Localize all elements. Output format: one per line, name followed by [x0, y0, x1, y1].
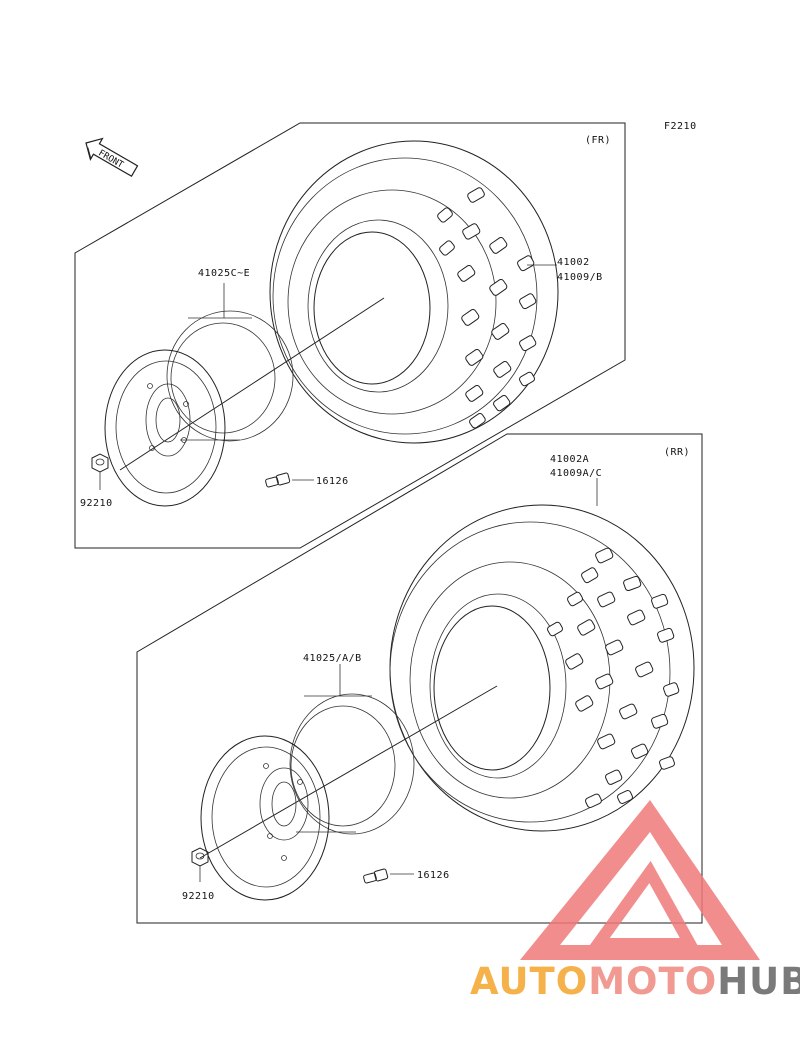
rear-rim-label: 41025/A/B: [303, 653, 362, 664]
front-nut-label: 92210: [80, 498, 113, 509]
rear-panel-border: [136, 433, 703, 924]
rear-axle-line: [199, 685, 498, 859]
front-panel-title: (FR): [585, 135, 611, 146]
figure-code: F2210: [664, 121, 697, 132]
rear-tire-tread: [547, 547, 680, 809]
rear-nut: [191, 847, 209, 867]
front-valve: [265, 472, 291, 488]
front-tire-label-2: 41009/B: [557, 272, 603, 283]
front-valve-label: 16126: [316, 476, 349, 487]
front-tire-label-1: 41002: [557, 257, 590, 268]
rear-nut-label: 92210: [182, 891, 215, 902]
watermark-text: AUTOMOTOHUB: [470, 960, 800, 1003]
front-rim-label: 41025C~E: [198, 268, 250, 279]
rear-valve-label: 16126: [417, 870, 450, 881]
watermark-part-moto: MOTO: [588, 960, 718, 1003]
watermark-logo-icon: [520, 800, 760, 960]
front-rim: [104, 310, 294, 507]
rear-tire-label-1: 41002A: [550, 454, 589, 465]
front-nut: [91, 453, 109, 473]
front-tire: [269, 140, 559, 444]
front-arrow-icon: FRONT: [85, 137, 139, 178]
rear-panel-title: (RR): [664, 447, 690, 458]
rear-panel: (RR): [136, 433, 703, 924]
rear-valve: [363, 868, 389, 884]
front-axle-line: [119, 297, 385, 471]
front-panel-border: [74, 122, 626, 549]
rear-rim: [200, 693, 415, 901]
rear-tire-label-2: 41009A/C: [550, 468, 602, 479]
front-panel: (FR): [74, 122, 626, 549]
front-tire-tread: [437, 187, 537, 429]
watermark-part-auto: AUTO: [470, 960, 589, 1003]
rear-tire: [389, 504, 695, 832]
watermark-part-hub: HUB: [717, 960, 800, 1003]
